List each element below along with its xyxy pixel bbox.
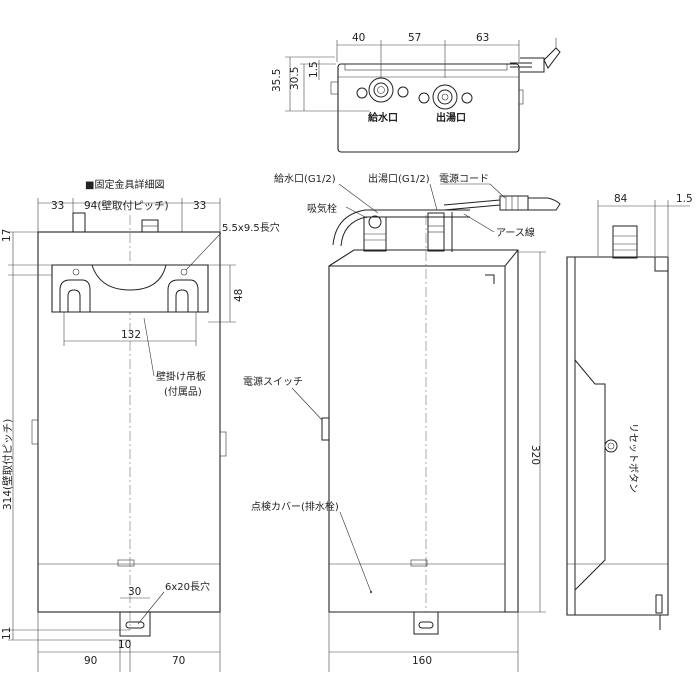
power-switch-label: 電源スイッチ	[243, 375, 303, 388]
dim-33-right: 33	[193, 200, 206, 212]
earth-wire-label: アース線	[496, 226, 535, 239]
dim-10: 10	[118, 639, 131, 651]
top-dim-40: 40	[352, 32, 365, 44]
dim-160: 160	[412, 655, 432, 667]
dim-70: 70	[172, 655, 185, 667]
detail-title: ■固定金具詳細図	[85, 178, 164, 191]
right-view-body	[566, 256, 669, 616]
dim-1-5-right: 1.5	[676, 193, 693, 205]
slot-large-label: 6x20長穴	[165, 580, 210, 593]
wall-bracket	[51, 264, 209, 313]
side-view-body	[328, 249, 519, 613]
dim-90: 90	[84, 655, 97, 667]
slot-small-label: 5.5x9.5長穴	[222, 221, 280, 234]
dim-48: 48	[233, 289, 245, 302]
hot-port-top	[418, 84, 473, 110]
top-dim-30-5: 30.5	[289, 67, 301, 90]
bracket-label-2: (付属品)	[164, 385, 202, 398]
side-view-fittings	[332, 195, 561, 252]
air-valve-label: 吸気栓	[307, 202, 337, 215]
bottom-mount-tab	[119, 611, 151, 637]
right-view: リセットボタン 84 1.5	[566, 193, 693, 630]
dim-314-pitch: 314(壁取付ピッチ)	[1, 419, 14, 510]
top-dim-1-5: 1.5	[308, 61, 320, 78]
top-dim-57: 57	[408, 32, 421, 44]
supply-port-g-label: 給水口(G1/2)	[274, 172, 336, 185]
dim-94-pitch: 94(壁取付ピッチ)	[84, 199, 169, 212]
reset-button-label: リセットボタン	[627, 423, 639, 493]
dim-17: 17	[1, 229, 13, 242]
dim-11: 11	[1, 627, 13, 640]
side-view: 給水口(G1/2) 出湯口(G1/2) 電源コード 吸気栓 アース線 電源スイッ…	[243, 172, 561, 672]
power-switch	[321, 417, 330, 441]
hot-port-g-label: 出湯口(G1/2)	[368, 172, 430, 185]
dim-84: 84	[614, 193, 628, 205]
dim-33-left: 33	[51, 200, 64, 212]
top-dim-63: 63	[476, 32, 489, 44]
dim-132: 132	[121, 329, 141, 341]
supply-port-top-label: 給水口	[368, 111, 398, 124]
dim-30: 30	[128, 586, 141, 598]
top-dim-35-5: 35.5	[271, 69, 283, 92]
front-view-left: ■固定金具詳細図 33 94(壁取付ピッチ) 33	[1, 178, 280, 672]
power-cord-plug-top	[510, 38, 561, 73]
dim-320: 320	[529, 445, 541, 465]
inspection-cover-label: 点検カバー(排水栓)	[251, 500, 339, 513]
bracket-label-1: 壁掛け吊板	[156, 370, 206, 383]
hot-port-top-label: 出湯口	[436, 111, 466, 124]
power-cord-label: 電源コード	[439, 172, 489, 185]
top-view: 給水口 出湯口 40 57 63 35.5 30.5 1.5	[271, 32, 561, 153]
reset-button	[604, 439, 618, 453]
